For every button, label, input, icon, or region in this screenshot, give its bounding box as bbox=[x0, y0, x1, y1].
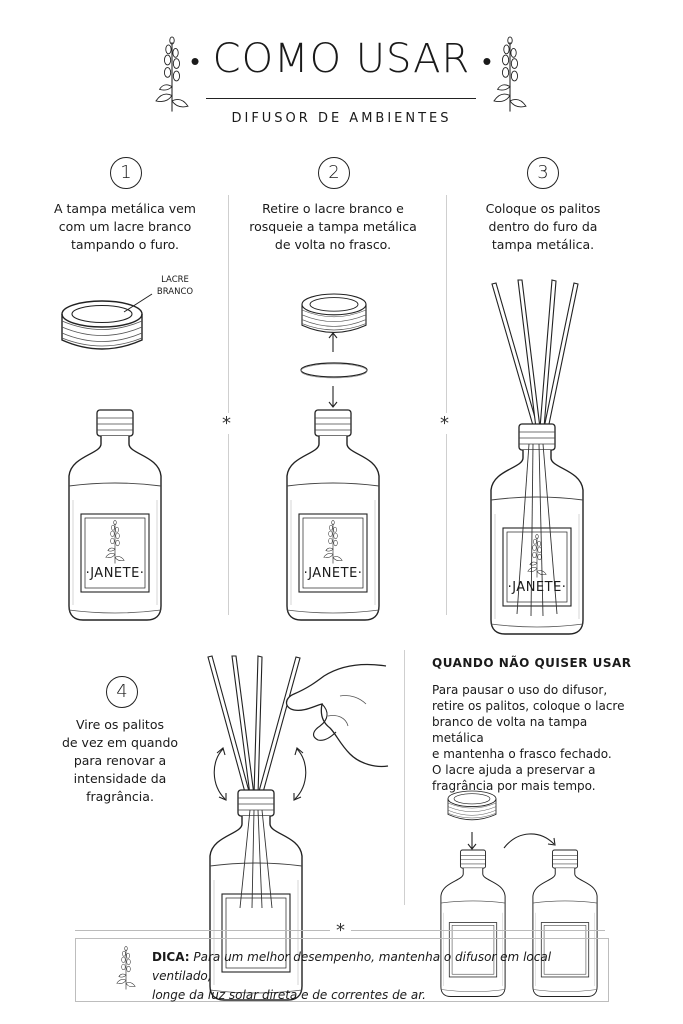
page-subtitle: DIFUSOR DE AMBIENTES bbox=[231, 111, 452, 126]
divider-asterisk: * bbox=[222, 413, 231, 434]
bottle-illustration bbox=[440, 849, 506, 997]
bottle-brand-label: ·JANETE· bbox=[303, 566, 363, 581]
lavender-sprig-icon bbox=[323, 520, 343, 564]
step-4-text: Vire os palitos de vez em quando para re… bbox=[61, 717, 179, 804]
step-3-text: Coloque os palitos dentro do furo da tam… bbox=[485, 201, 601, 252]
reed-stick-illustration bbox=[491, 279, 579, 430]
arrow-down-icon bbox=[328, 386, 338, 408]
cap-illustration bbox=[447, 790, 497, 821]
column-divider bbox=[404, 650, 405, 905]
page-title: •COMO USAR• bbox=[190, 36, 493, 82]
step-number-2: 2 bbox=[318, 157, 350, 189]
reed-stick-illustration bbox=[239, 809, 273, 909]
arrow-down-icon bbox=[467, 832, 477, 850]
divider-asterisk: * bbox=[330, 920, 351, 941]
title-dot: • bbox=[190, 46, 201, 77]
pointer-line bbox=[123, 293, 153, 313]
step-2-text: Retire o lacre branco e rosqueie a tampa… bbox=[249, 201, 417, 252]
bottle-brand-label: ·JANETE· bbox=[85, 566, 145, 581]
tip-label: DICA: bbox=[152, 950, 190, 964]
column-divider bbox=[228, 195, 229, 615]
tip-text: DICA: Para um melhor desempenho, mantenh… bbox=[152, 950, 552, 1002]
arrow-up-icon bbox=[328, 332, 338, 352]
reed-stick-illustration bbox=[516, 443, 558, 617]
column-divider bbox=[446, 195, 447, 615]
rotation-arrow-icon bbox=[213, 747, 227, 801]
rotation-arrow-icon bbox=[293, 747, 307, 801]
step-number-1: 1 bbox=[110, 157, 142, 189]
side-panel-title: QUANDO NÃO QUISER USAR bbox=[432, 656, 632, 670]
lavender-sprig-icon bbox=[105, 520, 125, 564]
hand-illustration bbox=[285, 663, 389, 768]
divider-asterisk: * bbox=[440, 413, 449, 434]
curved-arrow-icon bbox=[503, 833, 556, 849]
step-1-text: A tampa metálica vem com um lacre branco… bbox=[54, 201, 196, 252]
seal-disc-illustration bbox=[300, 362, 368, 379]
tip-box bbox=[75, 938, 609, 1002]
step-number-4: 4 bbox=[106, 676, 138, 708]
title-rule bbox=[206, 98, 476, 99]
bottle-illustration bbox=[532, 849, 598, 997]
lacre-label: LACRE BRANCO bbox=[156, 275, 194, 297]
title-dot: • bbox=[482, 46, 493, 77]
bottle-brand-label: ·JANETE· bbox=[507, 580, 567, 595]
side-panel-text: Para pausar o uso do difusor, retire os … bbox=[432, 683, 625, 793]
step-number-3: 3 bbox=[527, 157, 559, 189]
lavender-sprig-icon bbox=[527, 534, 547, 578]
lavender-sprig-icon bbox=[116, 946, 136, 990]
